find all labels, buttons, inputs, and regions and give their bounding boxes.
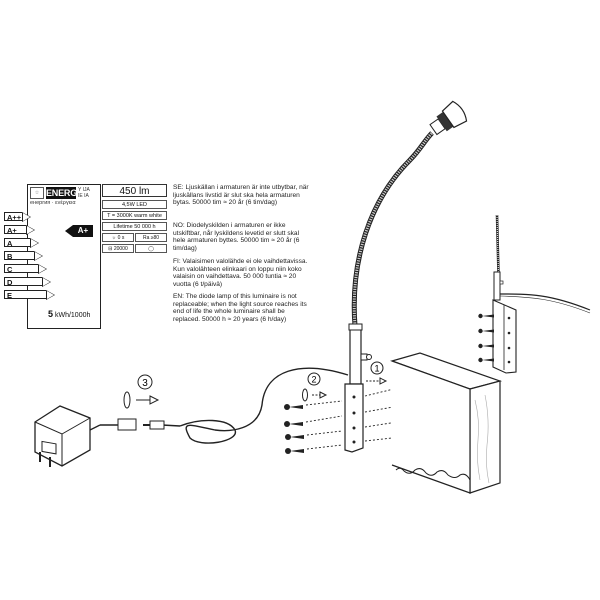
energy-subtitle: енергия · ενέργεια (30, 200, 76, 206)
energy-brand: ENERG (46, 187, 78, 199)
step-2: 2 (302, 372, 328, 402)
detail-cable (499, 293, 591, 311)
energy-class-bar: A (4, 238, 39, 248)
consumption-unit: kWh/1000h (54, 312, 91, 319)
bulb-icon: ☼ (111, 235, 117, 241)
spec-dimming: ◯ (135, 244, 167, 253)
spec-switch-cycles: ⊟ 20000 (102, 244, 134, 253)
consumption-value: 5 (48, 309, 54, 319)
spec-lifetime: Lifetime 50 000 h (102, 222, 167, 231)
adapter-socket (100, 418, 137, 431)
spec-power: 4,5W LED (102, 200, 167, 209)
power-cable (179, 367, 349, 444)
selected-energy-class: A+ (65, 225, 93, 237)
energy-class-bar: C (4, 264, 47, 274)
lamp-head (429, 100, 468, 136)
spec-cri: Ra ≥80 (135, 233, 167, 242)
switch-icon: ⊟ (108, 246, 113, 252)
energy-consumption: 5 kWh/1000h (48, 309, 90, 319)
energy-class-bar: E (4, 290, 55, 300)
text-fi: FI: Valaisimen valolähde ei ole vaihdett… (173, 258, 308, 289)
lamp-base-tube (349, 325, 362, 385)
wall-panel (390, 352, 503, 494)
eu-flag-icon: ☆ (30, 187, 44, 199)
energy-label-header: ☆ ENERG Y IJA IE IA (30, 187, 98, 199)
energy-class-bar: D (4, 277, 51, 287)
spec-lifetime-label: Lifetime (113, 224, 133, 230)
spec-lumen: 450 lm (102, 184, 167, 197)
text-no: NO: Diodelyskilden i armaturen er ikke u… (173, 222, 300, 253)
power-adapter (34, 405, 101, 467)
detail-mounted-lamp (478, 214, 591, 374)
step-3: 3 (123, 374, 160, 409)
text-en: EN: The diode lamp of this luminaire is … (173, 293, 307, 324)
jack-plug (143, 420, 165, 430)
detail-bracket (492, 299, 517, 374)
energy-brand-suffix: Y IJA IE IA (78, 187, 90, 199)
spec-switch-cycles-value: 20000 (113, 246, 128, 252)
step-1: 1 (366, 361, 388, 385)
energy-class-bar: A+ (4, 225, 35, 235)
spec-color-temp: T = 3000K warm white (102, 211, 167, 220)
step-3-number: 3 (142, 378, 148, 389)
screws (284, 404, 304, 454)
spec-warmup: ☼ 0 s (102, 233, 134, 242)
energy-class-bar: B (4, 251, 43, 261)
text-se: SE: Ljuskällan i armaturen är inte utbyt… (173, 184, 309, 207)
spec-lifetime-value: 50 000 h (134, 224, 156, 230)
gooseneck-lamp (344, 100, 468, 453)
energy-class-bar: A++ (4, 212, 31, 222)
spec-warmup-value: 0 s (117, 235, 125, 241)
step-2-number: 2 (311, 375, 316, 385)
mounting-bracket (344, 383, 364, 453)
step-1-number: 1 (374, 364, 379, 374)
